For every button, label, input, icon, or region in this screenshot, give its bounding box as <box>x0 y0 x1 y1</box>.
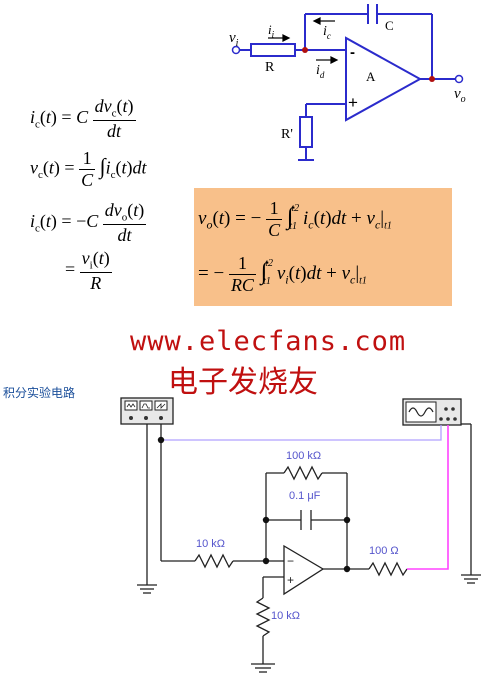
plus-input-symbol: + <box>348 93 358 112</box>
scope-channel-a-wire <box>161 425 442 441</box>
equation-ic-cap: ic(t) = C dvc(t)dt <box>30 96 136 141</box>
amp-label: A <box>366 69 376 84</box>
equation-vi-over-r: = vi(t)R <box>65 248 112 293</box>
svg-text:−: − <box>287 554 294 568</box>
junction-node <box>302 47 308 53</box>
watermark-chinese: 电子发烧友 <box>168 365 318 400</box>
svg-text:+: + <box>287 573 294 587</box>
capacitor-current-label: ic <box>323 24 331 41</box>
input-voltage-label: vi <box>229 30 239 49</box>
watermark-url: www.elecfans.com <box>130 326 407 357</box>
ground-resistor-label: R' <box>281 127 293 142</box>
input-resistor-label: 10 kΩ <box>196 538 226 550</box>
capacitor-value-label: 0.1 μF <box>289 490 321 502</box>
junction-node <box>262 557 270 565</box>
junction-node <box>343 565 351 573</box>
capacitor-label: C <box>385 18 394 33</box>
input-current-label: ii <box>268 22 275 40</box>
diff-current-label: id <box>316 63 325 80</box>
feedback-resistor-label: 100 kΩ <box>286 450 322 462</box>
scope-channel-b-wire <box>407 425 449 570</box>
equation-ic-output: ic(t) = −C dvo(t)dt <box>30 200 147 245</box>
caption-integrator-experiment: 积分实验电路 <box>3 386 76 400</box>
opamp-triangle <box>345 36 423 122</box>
output-resistor-label: 100 Ω <box>369 545 399 557</box>
resistor-r <box>250 43 296 57</box>
junction-node <box>343 516 351 524</box>
result-equation-box <box>194 188 452 306</box>
junction-node <box>429 76 435 82</box>
ground-resistor-value-label: 10 kΩ <box>271 610 301 622</box>
junction-node <box>157 436 165 444</box>
opamp-integrator-schematic <box>231 4 464 161</box>
resistor-r-prime <box>299 116 313 148</box>
integrator-experiment-circuit: − + <box>120 397 481 673</box>
resistor-r-label: R <box>265 60 275 75</box>
junction-node <box>262 516 270 524</box>
output-voltage-label: vo <box>454 86 466 105</box>
minus-input-symbol: - <box>350 44 355 61</box>
